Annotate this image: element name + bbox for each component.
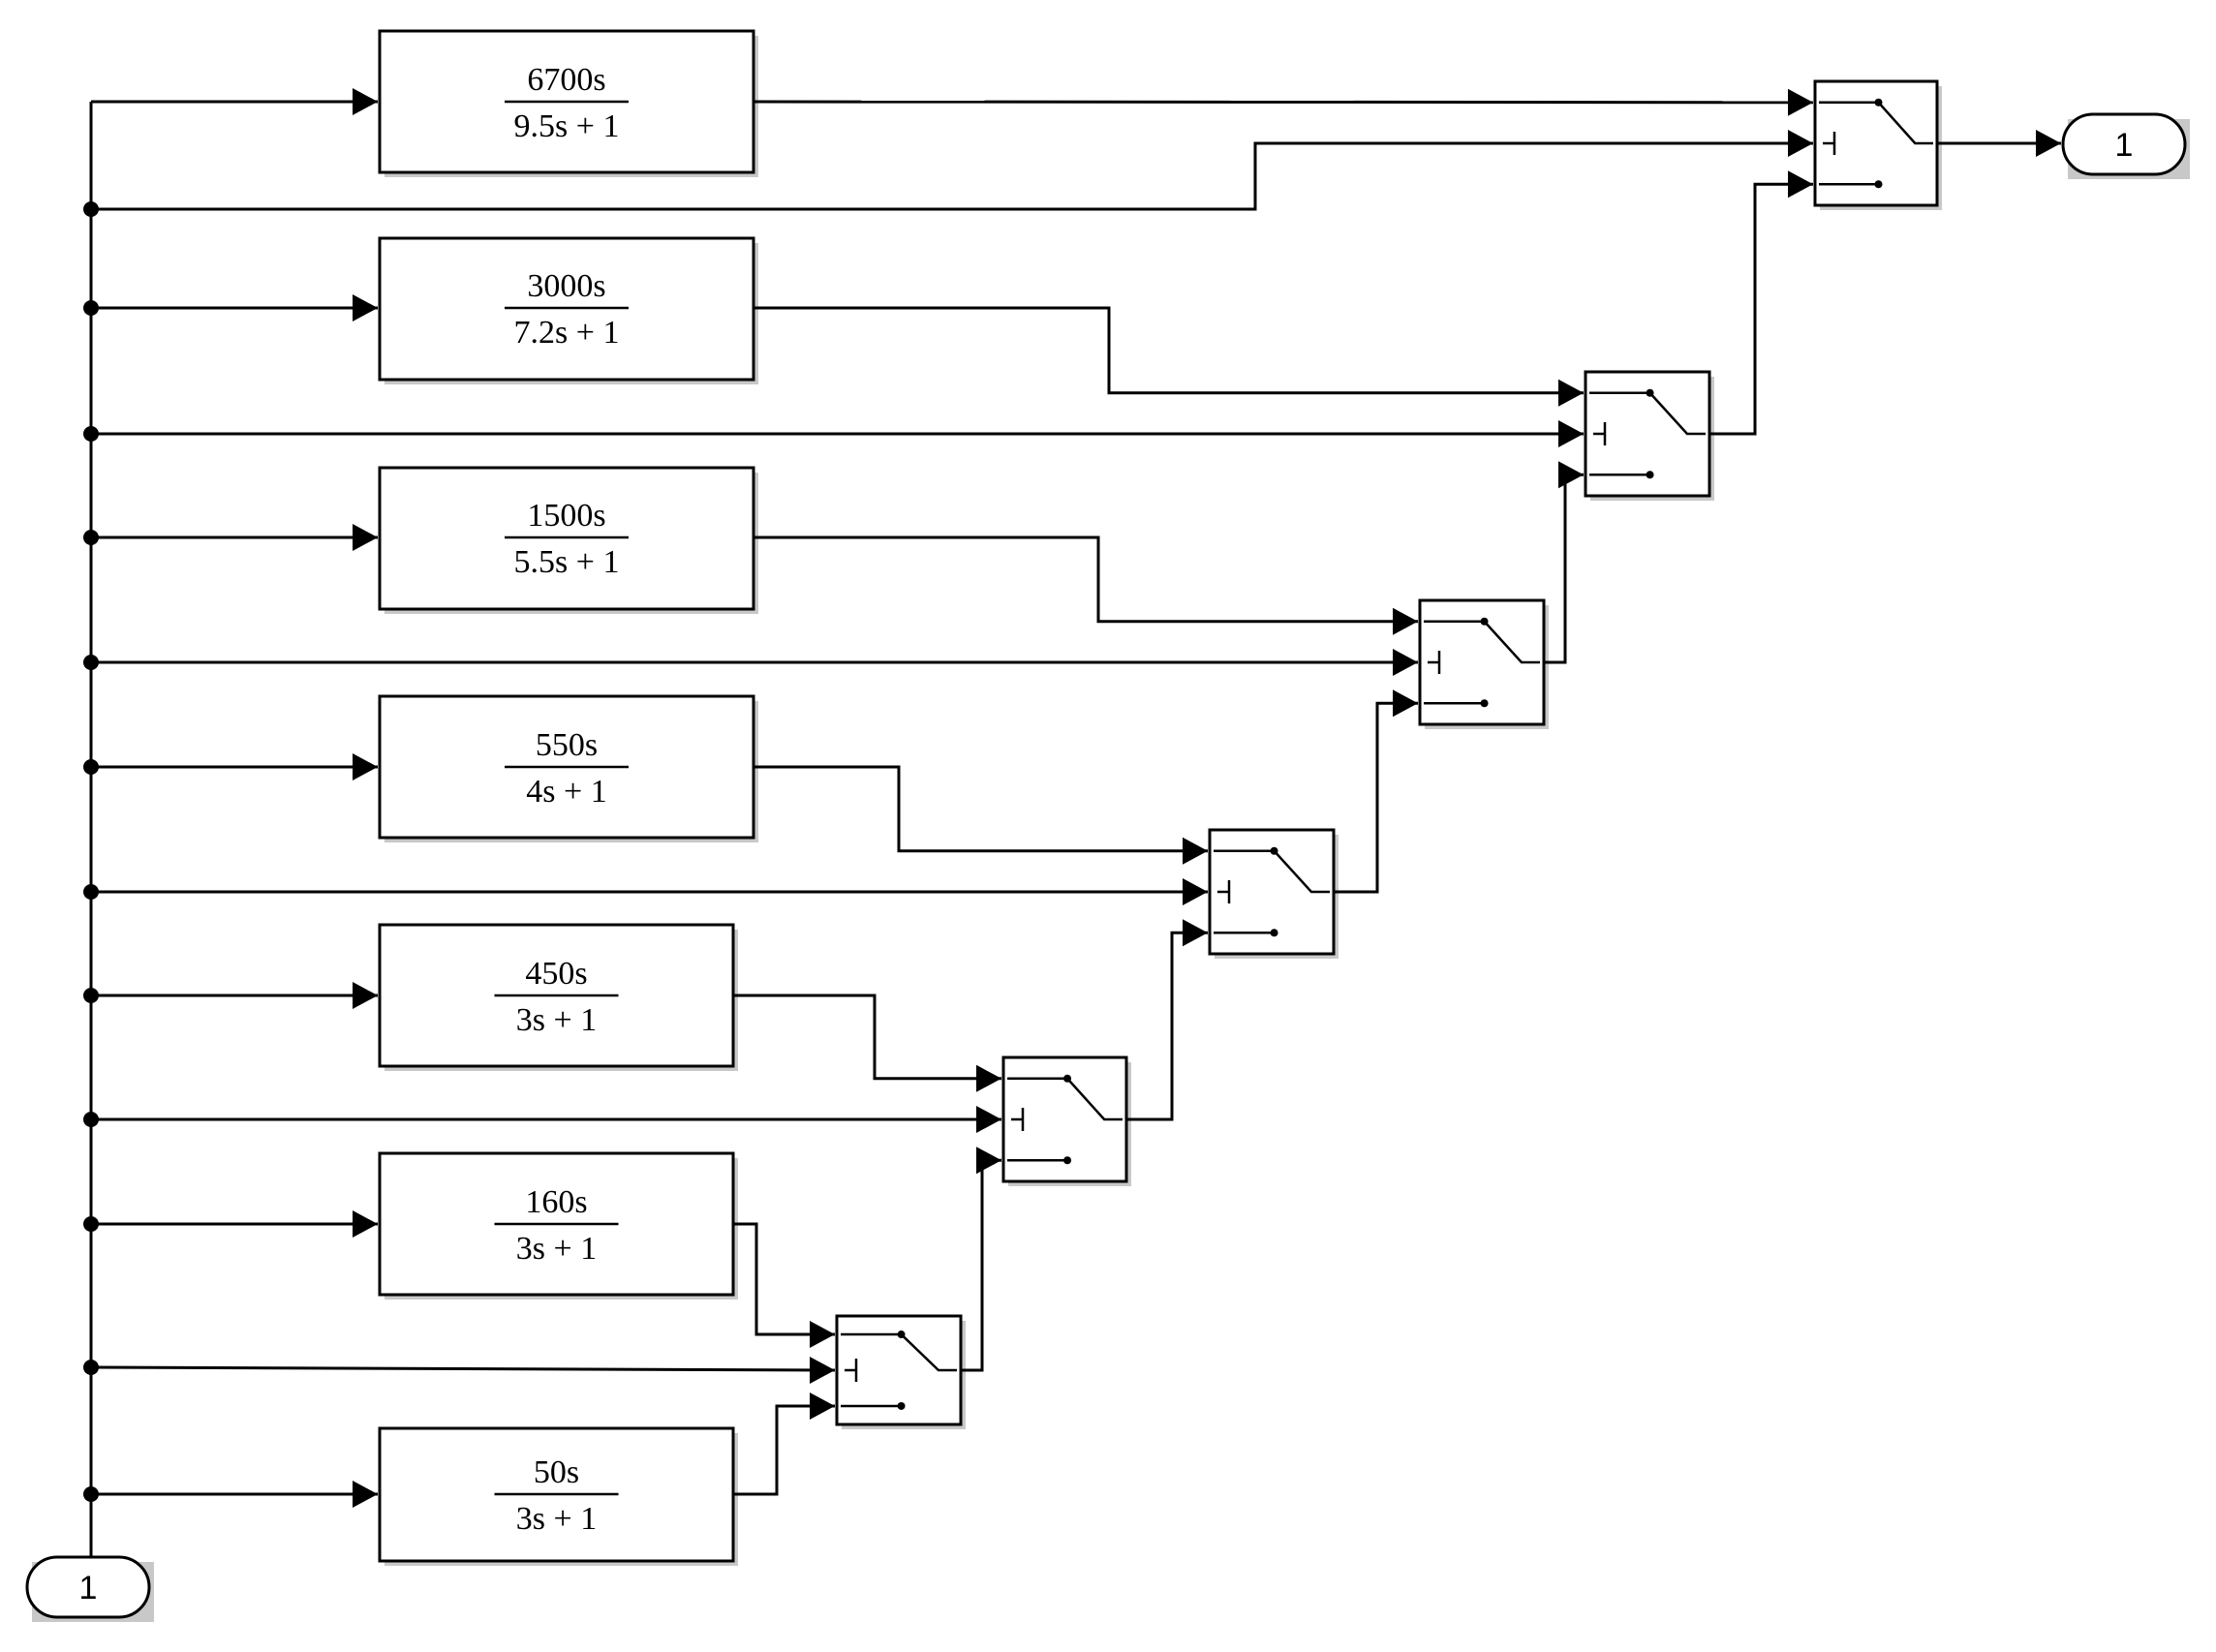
tf-denominator: 3s + 1 [516,1002,597,1038]
arrowhead [1393,607,1418,635]
branch-point [83,655,99,670]
tf-denominator: 3s + 1 [516,1501,597,1537]
branch-point [83,426,99,442]
arrowhead [810,1357,835,1384]
branch-point [83,1486,99,1502]
signal-line [90,1365,836,1372]
arrowhead [1183,919,1208,947]
switch-glyph [1483,620,1540,664]
switch-contact [1480,699,1489,708]
switch-glyph [900,1333,957,1372]
tf-denominator: 7.2s + 1 [514,315,620,351]
tf-numerator: 550s [536,727,598,763]
branch-point [83,1360,99,1375]
switch-contact [1270,846,1278,855]
branch-point [83,988,99,1003]
signal-line [733,994,1001,1081]
branch-point [83,530,99,545]
signal-line [1544,473,1584,664]
switch-contact [1646,388,1654,397]
tf-numerator: 450s [525,956,587,992]
switch-contact [1063,1074,1072,1083]
signal-line [733,1222,835,1336]
switch-glyph [1066,1077,1123,1121]
signal-line [754,765,1208,853]
switch-contact [897,1331,906,1339]
signal-line [1126,931,1208,1121]
switch-contact [1063,1156,1072,1165]
arrowhead [1558,420,1584,447]
switch-glyph [1877,101,1933,145]
arrowhead [1558,379,1584,407]
arrowhead [353,294,378,321]
arrowhead [976,1064,1001,1092]
branch-point [83,300,99,316]
tf-denominator: 3s + 1 [516,1231,597,1267]
tf-numerator: 3000s [527,268,605,304]
signal-line [733,1404,835,1496]
signal-line [1709,182,1813,436]
branch-point [83,884,99,900]
arrowhead [353,753,378,780]
switch-contact [897,1401,906,1410]
inport-label: 1 [79,1570,98,1606]
tf-numerator: 1500s [527,498,605,534]
switch-contact [1480,617,1489,626]
tf-denominator: 5.5s + 1 [514,544,620,580]
arrowhead [2036,130,2061,157]
tf-denominator: 4s + 1 [526,774,606,810]
arrowhead [353,524,378,551]
tf-numerator: 160s [525,1184,587,1220]
tf-numerator: 6700s [527,62,605,98]
branch-point [83,1112,99,1127]
branch-point [83,1216,99,1232]
switch-contact [1874,98,1883,107]
arrowhead [976,1106,1001,1133]
arrowhead [1788,170,1813,199]
switch-contact [1646,471,1654,479]
signal-line [754,306,1584,395]
signal-line [754,535,1418,624]
arrowhead [1183,878,1208,905]
switch-contact [1874,180,1883,189]
inport-block [25,1555,151,1619]
arrowhead [353,982,378,1009]
branch-point [83,759,99,775]
signal-line [91,141,1813,211]
arrowhead [1393,649,1418,676]
arrowhead [976,1147,1001,1175]
arrowhead [353,1210,378,1238]
arrowhead [1393,689,1418,718]
arrowhead [1788,88,1813,116]
outport-block [2061,112,2187,176]
arrowhead [1183,837,1208,865]
tf-denominator: 9.5s + 1 [514,108,620,144]
arrowhead [1788,130,1813,157]
arrowhead [353,88,378,115]
switch-glyph [1648,391,1706,436]
switch-glyph [1273,849,1330,894]
arrowhead [810,1392,835,1420]
arrowhead [353,1481,378,1508]
outport-label: 1 [2115,127,2134,164]
branch-point [83,201,99,217]
signal-line [753,100,1814,105]
tf-numerator: 50s [534,1454,579,1490]
signal-line [1334,701,1418,894]
arrowhead [810,1321,835,1349]
switch-contact [1270,929,1278,937]
signal-line [961,1158,1001,1372]
arrowhead [1558,461,1584,489]
